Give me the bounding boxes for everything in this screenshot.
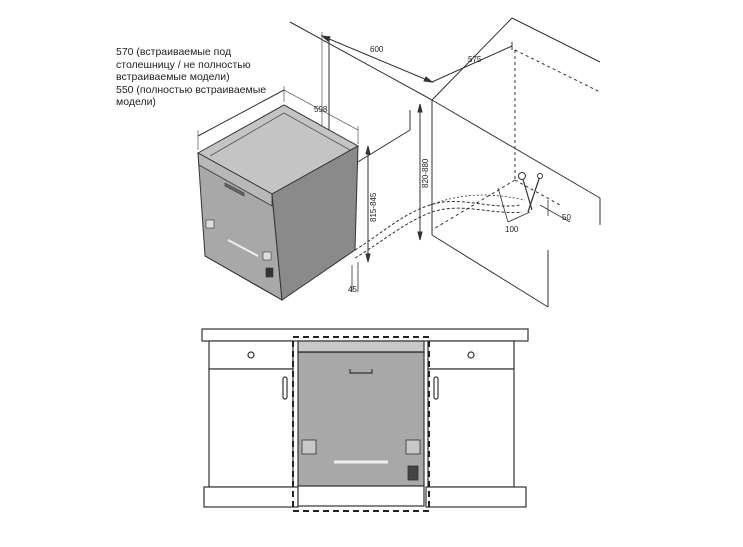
dim-100-label: 100 — [505, 225, 519, 234]
drain-connector — [537, 173, 543, 179]
niche-top-edge-right — [431, 99, 601, 199]
dishwasher-door-handle — [349, 369, 373, 374]
dim-598-line — [197, 89, 285, 137]
front-symbol-bottom — [407, 465, 419, 481]
dim-600-label: 600 — [370, 45, 384, 54]
front-view — [201, 328, 529, 512]
dim-820-arrow-a — [417, 103, 423, 113]
right-plinth — [425, 486, 527, 508]
dim-820-880-label: 820-880 — [421, 158, 430, 188]
dim-600-arrow-b — [423, 76, 434, 83]
dim-depth-line — [283, 89, 359, 131]
depth-note-line-1: 570 (встраиваемые под — [116, 46, 232, 58]
countertop — [201, 328, 529, 342]
rear-top-hidden — [514, 49, 601, 93]
left-cabinet-door — [208, 368, 294, 488]
rear-floor-hidden-right — [514, 179, 561, 206]
dim-45-label: 45 — [348, 285, 357, 294]
dishwasher-control-strip — [197, 152, 273, 207]
dishwasher-front-panel — [297, 351, 425, 487]
front-icon-bottom — [265, 267, 274, 278]
right-door-handle — [433, 376, 439, 400]
depth-note: 570 (встраиваемые под столешницу / не по… — [116, 46, 286, 109]
front-symbol-left — [301, 439, 317, 455]
niche-back-top — [431, 17, 513, 101]
dim-50-line — [539, 204, 571, 223]
rear-floor-hidden — [431, 179, 516, 231]
depth-note-line-3: встраиваемые модели) — [116, 71, 230, 83]
front-symbol-right — [405, 439, 421, 455]
niche-dashed-outline — [292, 336, 430, 512]
isometric-view — [196, 17, 601, 308]
dim-50-label: 50 — [562, 213, 571, 222]
drain-pipe — [527, 175, 541, 213]
hose-extra — [429, 194, 526, 206]
dim-575-label: 575 — [468, 55, 482, 64]
dishwasher-top-trim — [209, 112, 351, 157]
dim-575-line — [431, 45, 513, 83]
front-icon-right — [262, 251, 272, 261]
dishwasher-control-panel — [297, 340, 425, 353]
niche-top-edge-left — [289, 21, 433, 101]
niche-floor-right — [431, 234, 549, 308]
dim-600-line — [321, 35, 433, 83]
right-cabinet-door — [427, 368, 515, 488]
dim-100-base — [507, 211, 531, 223]
dishwasher-handle — [224, 182, 245, 197]
dishwasher-base-edge — [204, 255, 283, 301]
dim-100-line — [497, 187, 509, 223]
depth-note-line-5: модели) — [116, 96, 156, 108]
dim-820-arrow-b — [417, 231, 423, 241]
dim-815-arrow-b — [365, 253, 371, 263]
niche-top-rear — [511, 17, 601, 63]
dishwasher-bottom-slot — [227, 239, 259, 257]
depth-note-line-4: 550 (полностью встраиваемые — [116, 83, 267, 96]
water-tap-knob — [518, 172, 526, 180]
left-drawer-knob — [247, 351, 255, 359]
dishwasher-plinth — [297, 485, 425, 507]
left-plinth — [203, 486, 299, 508]
depth-note-line-2: столешницу / не полностью — [116, 58, 251, 71]
right-drawer-knob — [467, 351, 475, 359]
hose-drain — [354, 201, 521, 251]
front-icon-left — [205, 219, 215, 229]
dim-815-845-label: 815-845 — [369, 192, 378, 222]
left-door-handle — [282, 376, 288, 400]
dim-598-label: 598 — [314, 105, 328, 114]
dim-815-arrow-a — [365, 145, 371, 155]
dim-600-arrow-a — [320, 35, 331, 42]
